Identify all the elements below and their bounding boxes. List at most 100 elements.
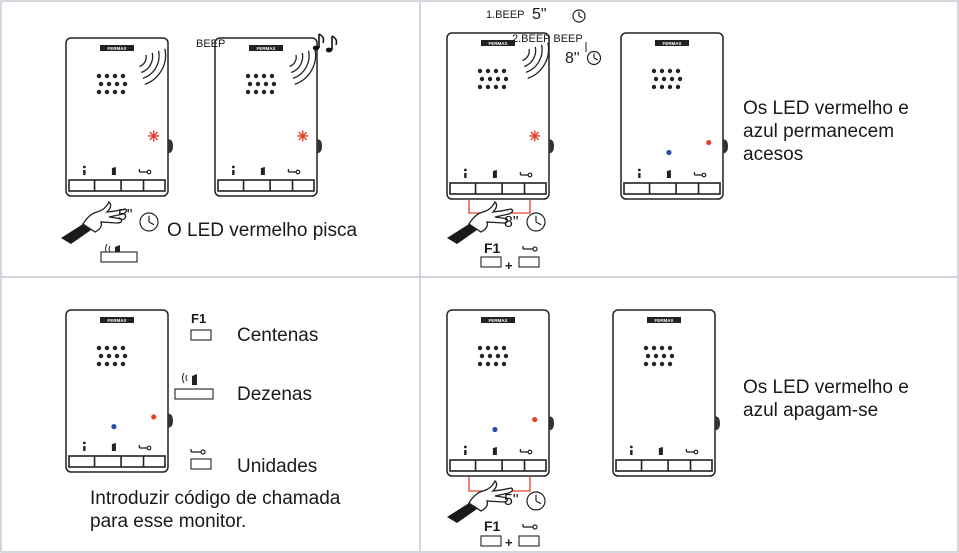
person-icon: [463, 168, 467, 172]
monitor-body: [446, 32, 550, 200]
intercom-monitor-icon: FERMAX: [612, 309, 720, 477]
sound-wave-icon: [289, 48, 317, 85]
speaker-hole: [104, 89, 110, 95]
speaker-hole: [667, 84, 673, 90]
clock-hand-hour: [148, 221, 155, 226]
hand-cuff: [447, 503, 477, 523]
f1-button-icon: [190, 329, 212, 341]
speaker-hole: [659, 361, 665, 367]
sound-wave-arc: [291, 52, 304, 74]
key-head: [200, 449, 206, 455]
speaker-hole: [104, 345, 110, 351]
speaker-hole: [653, 353, 659, 359]
sound-wave-arc: [525, 44, 543, 74]
person-icon-body: [638, 173, 641, 178]
speaker-hole: [120, 345, 126, 351]
speaker-hole: [643, 361, 649, 367]
intercom-monitor-icon: FERMAX: [65, 37, 173, 197]
sound-wave-icon: [522, 42, 550, 79]
press-bracket: [468, 477, 531, 492]
monitor-brand-plate: [100, 317, 134, 323]
speaker-hole: [479, 353, 485, 359]
intercom-monitor-icon: FERMAX: [446, 32, 554, 200]
speaker-hole: [98, 353, 104, 359]
hand-cuff: [447, 224, 477, 244]
monitor-body: [620, 32, 724, 200]
key-icon: [190, 449, 206, 455]
speaker-hole: [477, 361, 483, 367]
speaker-hole: [669, 76, 675, 82]
sound-wave-arc: [142, 50, 160, 80]
speaker-hole: [661, 353, 667, 359]
led-red-dot: [706, 139, 712, 146]
door-icon: [260, 167, 265, 175]
speaker-hole: [120, 73, 126, 79]
call-button-icon: [174, 388, 214, 400]
speaker-hole: [667, 361, 673, 367]
f1-button-icon: [480, 535, 502, 547]
led-red-core: [532, 133, 537, 138]
speaker-hole: [501, 68, 507, 74]
person-icon: [82, 441, 86, 445]
monitor-side-knob: [168, 413, 173, 428]
door-icon: [666, 170, 671, 178]
speaker-hole: [675, 84, 681, 90]
door-icon: [658, 447, 663, 455]
speaker-hole: [245, 73, 251, 79]
monitor-button-bar: [68, 179, 166, 192]
door-ring: [182, 372, 188, 384]
sound-wave-arc: [522, 48, 530, 62]
speaker-hole: [495, 353, 501, 359]
panel2-beep1-time: 5": [532, 6, 547, 23]
clock-icon: [586, 50, 602, 66]
led-red-dot: [532, 416, 538, 423]
panel3-instruction-line1: Introduzir código de chamada: [90, 488, 341, 509]
speaker-hole: [503, 76, 509, 82]
hand-icon: [447, 200, 514, 244]
person-icon: [82, 165, 86, 169]
speaker-hole: [104, 361, 110, 367]
speaker-hole: [112, 361, 118, 367]
monitor-body: [65, 37, 169, 197]
key-button-icon: [518, 256, 540, 268]
monitor-brand-plate: [481, 317, 515, 323]
clock-hand-hour: [535, 500, 542, 505]
monitor-button-bar: [615, 459, 713, 472]
speaker-hole: [675, 68, 681, 74]
panel3-unidades: Unidades: [237, 456, 318, 477]
sound-wave-icon: [139, 48, 167, 85]
intercom-monitor-icon: FERMAX: [65, 309, 173, 473]
sound-wave-arc: [527, 42, 550, 79]
hand-icon: [447, 479, 514, 523]
monitor-side-knob: [317, 139, 322, 154]
speaker-hole: [485, 68, 491, 74]
door-icon: [182, 372, 197, 385]
speaker-hole: [114, 81, 120, 87]
door-icon: [492, 447, 497, 455]
monitor-button-bar: [68, 455, 166, 468]
hand-cuff: [61, 224, 91, 244]
speaker-hole: [667, 345, 673, 351]
monitor-brand-plate: [647, 317, 681, 323]
monitor-side-knob: [723, 139, 728, 154]
speaker-hole: [477, 68, 483, 74]
panel2-caption-line1: Os LED vermelho e: [743, 98, 909, 119]
clock-hand-hour: [578, 15, 583, 19]
monitor-brand-plate: [655, 40, 689, 46]
note-flag: [318, 33, 325, 44]
key-icon-head: [295, 169, 301, 175]
hand-icon: [61, 200, 128, 244]
speaker-hole: [106, 81, 112, 87]
key-icon: [522, 524, 538, 530]
panel3-f1-label: F1: [191, 311, 207, 326]
clock-icon: [139, 212, 159, 232]
clock-icon: [572, 9, 586, 23]
monitor-body: [65, 309, 169, 473]
monitor-brand-text: FERMAX: [655, 318, 674, 323]
key-button-icon: [518, 535, 540, 547]
person-icon: [463, 445, 467, 449]
speaker-hole: [255, 81, 261, 87]
key-icon-head: [693, 449, 699, 455]
key-icon-head: [527, 172, 533, 178]
